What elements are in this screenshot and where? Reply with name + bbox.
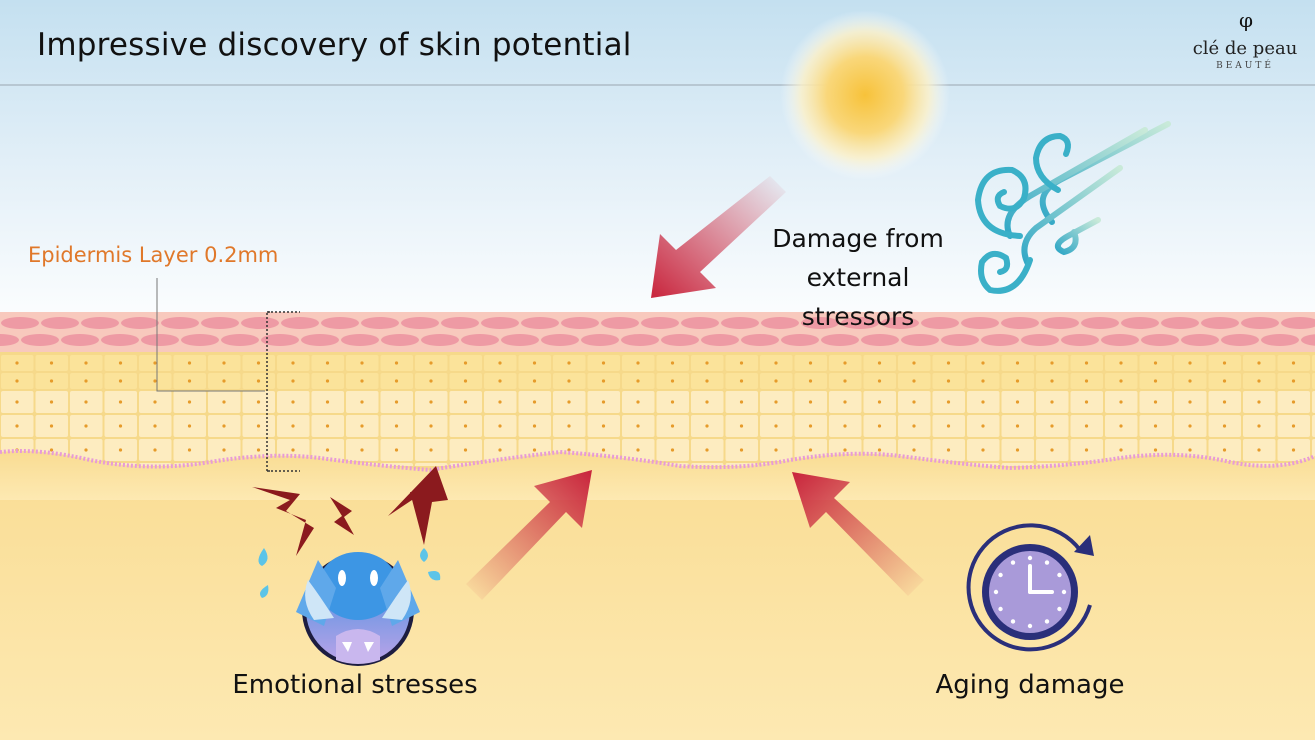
skin-cell — [581, 334, 619, 346]
skin-cell — [21, 334, 59, 346]
skin-cell — [101, 334, 139, 346]
sun-icon — [780, 10, 950, 180]
skin-cell — [401, 317, 439, 329]
skin-cell — [181, 334, 219, 346]
skin-cell — [121, 317, 159, 329]
skin-cell — [501, 334, 539, 346]
skin-cell — [161, 317, 199, 329]
clock-tick — [1057, 573, 1061, 577]
skin-cell — [1161, 317, 1199, 329]
skin-cell — [201, 317, 239, 329]
skin-cell — [421, 334, 459, 346]
clock-tick — [1045, 619, 1049, 623]
clock-tick — [994, 590, 998, 594]
skin-cell — [261, 334, 299, 346]
skin-cell — [541, 334, 579, 346]
skin-cell — [221, 334, 259, 346]
external-label-line-3: stressors — [748, 297, 968, 336]
skin-cell — [561, 317, 599, 329]
emotional-stresses-label: Emotional stresses — [200, 670, 510, 700]
clock-tick — [998, 607, 1002, 611]
skin-cell — [281, 317, 319, 329]
skin-cell — [521, 317, 559, 329]
skin-cell — [661, 334, 699, 346]
clock-tick — [1057, 607, 1061, 611]
brand-logo-mark: φ — [1226, 8, 1266, 32]
stratum-corneum-layer — [0, 312, 1315, 352]
skin-cell — [981, 334, 1019, 346]
skin-cell — [41, 317, 79, 329]
skin-cell — [61, 334, 99, 346]
skin-cell — [1261, 334, 1299, 346]
skin-cell — [381, 334, 419, 346]
skin-cell — [481, 317, 519, 329]
epidermis-cell-layer — [0, 352, 1315, 470]
skin-cell — [1121, 317, 1159, 329]
skin-cell — [81, 317, 119, 329]
skin-cell — [1221, 334, 1259, 346]
clock-tick — [1045, 560, 1049, 564]
skin-cell — [1001, 317, 1039, 329]
skin-cell — [441, 317, 479, 329]
skin-cell — [1041, 317, 1079, 329]
external-label-line-2: external — [748, 258, 968, 297]
slide-title: Impressive discovery of skin potential — [37, 27, 632, 63]
brand-logo-name: clé de peau — [1190, 38, 1300, 59]
skin-cell — [1201, 317, 1239, 329]
external-stressors-label: Damage from external stressors — [748, 219, 968, 336]
skin-cell — [361, 317, 399, 329]
skin-cell — [621, 334, 659, 346]
clock-tick — [1062, 590, 1066, 594]
skin-cell — [461, 334, 499, 346]
skin-cell — [1101, 334, 1139, 346]
skin-cell — [681, 317, 719, 329]
skin-cell — [701, 334, 739, 346]
skin-cell — [1, 317, 39, 329]
clock-tick — [1028, 624, 1032, 628]
skin-cell — [641, 317, 679, 329]
clock-tick — [998, 573, 1002, 577]
skin-cell — [1081, 317, 1119, 329]
skin-cell — [321, 317, 359, 329]
skin-cell — [1241, 317, 1279, 329]
skin-cell — [1181, 334, 1219, 346]
epidermis-layer-label: Epidermis Layer 0.2mm — [28, 243, 278, 267]
skin-cell — [601, 317, 639, 329]
skin-cell — [1141, 334, 1179, 346]
external-label-line-1: Damage from — [748, 219, 968, 258]
skin-cell — [241, 317, 279, 329]
clock-tick — [1011, 619, 1015, 623]
skin-cell — [1021, 334, 1059, 346]
aging-damage-label: Aging damage — [900, 670, 1160, 700]
skin-cell — [341, 334, 379, 346]
brand-logo-tagline: BEAUTÉ — [1190, 61, 1300, 71]
skin-cell — [1061, 334, 1099, 346]
clock-tick — [1028, 556, 1032, 560]
skin-cell — [141, 334, 179, 346]
clock-tick — [1011, 560, 1015, 564]
skin-cell — [301, 334, 339, 346]
